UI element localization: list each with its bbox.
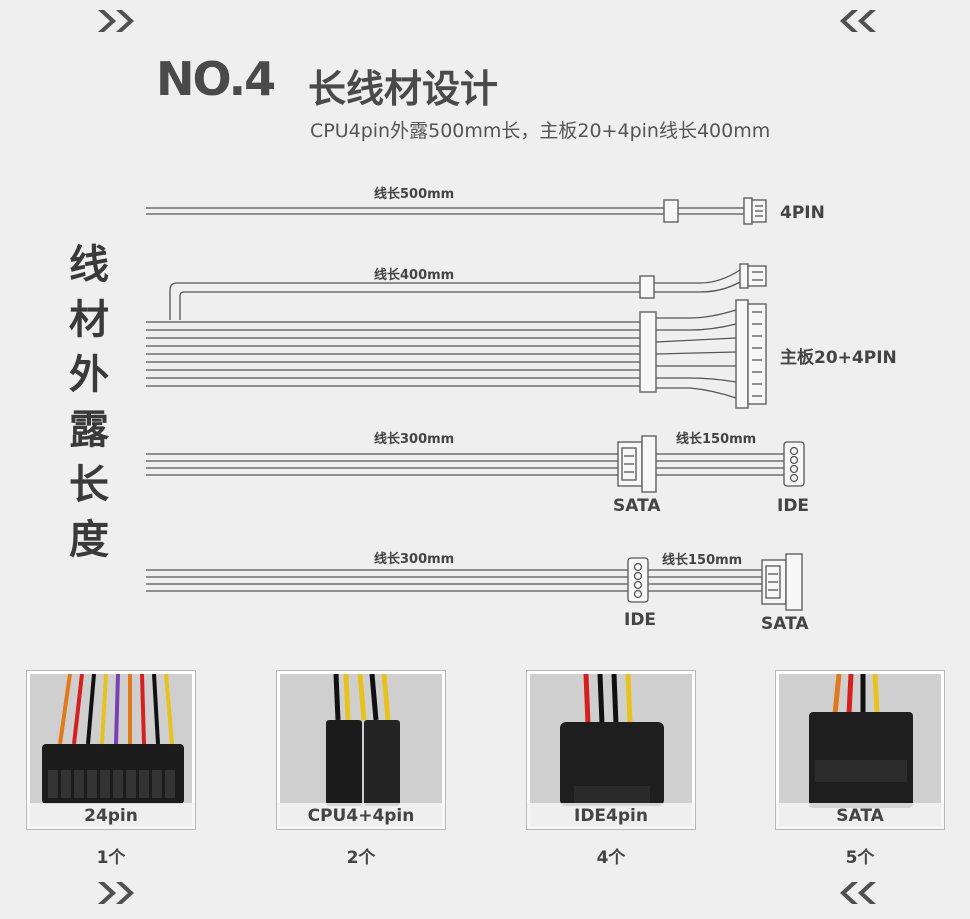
side-label-char: 外	[69, 352, 109, 398]
ide-sata-conn2-label: SATA	[761, 614, 809, 634]
side-label-char: 线	[69, 242, 109, 288]
photo-caption: CPU4+4pin	[277, 803, 445, 829]
section-number: NO.4	[156, 52, 276, 106]
page-subtitle: CPU4pin外露500mm长，主板20+4pin线长400mm	[310, 120, 771, 142]
chevron-decoration-right-icon	[840, 10, 876, 32]
cpu-4-4pin-connector-photo: CPU4+4pin	[276, 670, 446, 830]
connector-count: 4个	[596, 848, 626, 868]
chevron-decoration-left-icon	[98, 882, 134, 904]
sata-connector-photo: SATA	[775, 670, 945, 830]
side-label-char: 长	[69, 462, 109, 508]
photo-caption: IDE4pin	[527, 803, 695, 829]
ide-sata-length1-label: 线长300mm	[374, 552, 455, 567]
24pin-connector-photo: 24pin	[26, 670, 196, 830]
cpu-connector-label: 4PIN	[780, 203, 825, 223]
sata-ide-cable	[146, 435, 805, 493]
board-main-wires	[146, 299, 767, 409]
ide-sata-conn1-label: IDE	[624, 610, 657, 630]
sata-ide-conn2-label: IDE	[777, 496, 810, 516]
cpu-cable	[146, 197, 767, 225]
connector-count: 1个	[96, 848, 126, 868]
sata-ide-length1-label: 线长300mm	[374, 432, 455, 447]
board-cable-length-label: 线长400mm	[374, 268, 455, 283]
side-vertical-label: 线 材 外 露 长 度	[64, 238, 114, 568]
board-connector-label: 主板20+4PIN	[780, 348, 897, 368]
side-label-char: 度	[69, 517, 109, 563]
page-title: 长线材设计	[308, 67, 499, 111]
ide-sata-length2-label: 线长150mm	[662, 553, 743, 568]
sata-ide-conn1-label: SATA	[613, 496, 661, 516]
connector-count: 2个	[346, 848, 376, 868]
sata-ide-length2-label: 线长150mm	[676, 432, 757, 447]
board-extra-wire	[169, 263, 767, 320]
cable-diagram	[146, 197, 805, 611]
photo-caption: SATA	[776, 803, 944, 829]
photo-caption: 24pin	[27, 803, 195, 829]
chevron-decoration-right-icon	[840, 882, 876, 904]
connector-count: 5个	[845, 848, 875, 868]
ide-4pin-connector-photo: IDE4pin	[526, 670, 696, 830]
side-label-char: 露	[69, 407, 109, 453]
ide-sata-cable	[146, 553, 803, 611]
side-label-char: 材	[69, 297, 109, 343]
chevron-decoration-left-icon	[98, 10, 134, 32]
cpu-cable-length-label: 线长500mm	[374, 187, 455, 202]
